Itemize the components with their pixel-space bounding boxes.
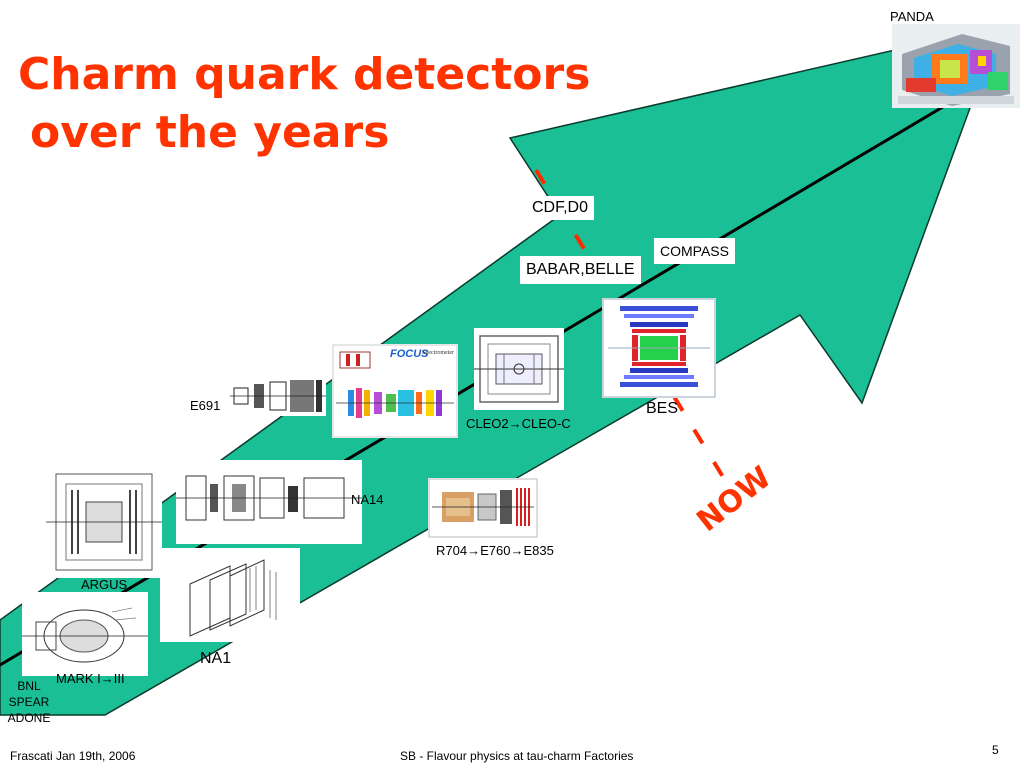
r704-detector-image [428,478,538,538]
title-line-1: Charm quark detectors [18,49,591,100]
focus-brand-text: FOCUS [390,348,429,360]
e691-label: E691 [190,398,221,413]
spear-label: SPEAR [8,695,50,709]
focus-spectrometer-image: FOCUS Spectrometer [332,344,458,438]
slide-title: Charm quark detectors over the years [18,46,590,162]
cleo-label: CLEO2→CLEO-C [466,416,571,431]
bes-detector-image [602,298,716,398]
adone-label: ADONE [7,711,51,725]
babar-belle-label: BABAR,BELLE [520,256,641,284]
mark-detector-image [22,592,148,676]
compass-label: COMPASS [654,238,735,264]
cdf-d0-label: CDF,D0 [526,196,595,220]
page-number: 5 [992,743,999,757]
focus-subtitle-text: Spectrometer [422,350,454,356]
r704-label: R704→E760→E835 [436,543,554,558]
bnl-spear-adone-label: BNL SPEAR ADONE [4,678,54,726]
na1-detector-image [160,548,300,642]
mark-label: MARK I→III [56,671,125,686]
title-line-2: over the years [30,107,390,158]
bnl-label: BNL [17,679,41,693]
na14-label: NA14 [351,492,384,507]
cleo-detector-image [474,328,564,410]
panda-label: PANDA [890,9,934,24]
bes-label: BES [646,400,679,417]
footer-date: Frascati Jan 19th, 2006 [10,749,136,763]
panda-detector-image [892,24,1020,108]
e691-detector-image [230,374,326,416]
argus-label: ARGUS [81,577,128,592]
footer-center: SB - Flavour physics at tau-charm Factor… [400,749,634,763]
na14-detector-image [176,460,362,544]
na1-label: NA1 [200,650,232,667]
argus-detector-image [46,466,162,578]
